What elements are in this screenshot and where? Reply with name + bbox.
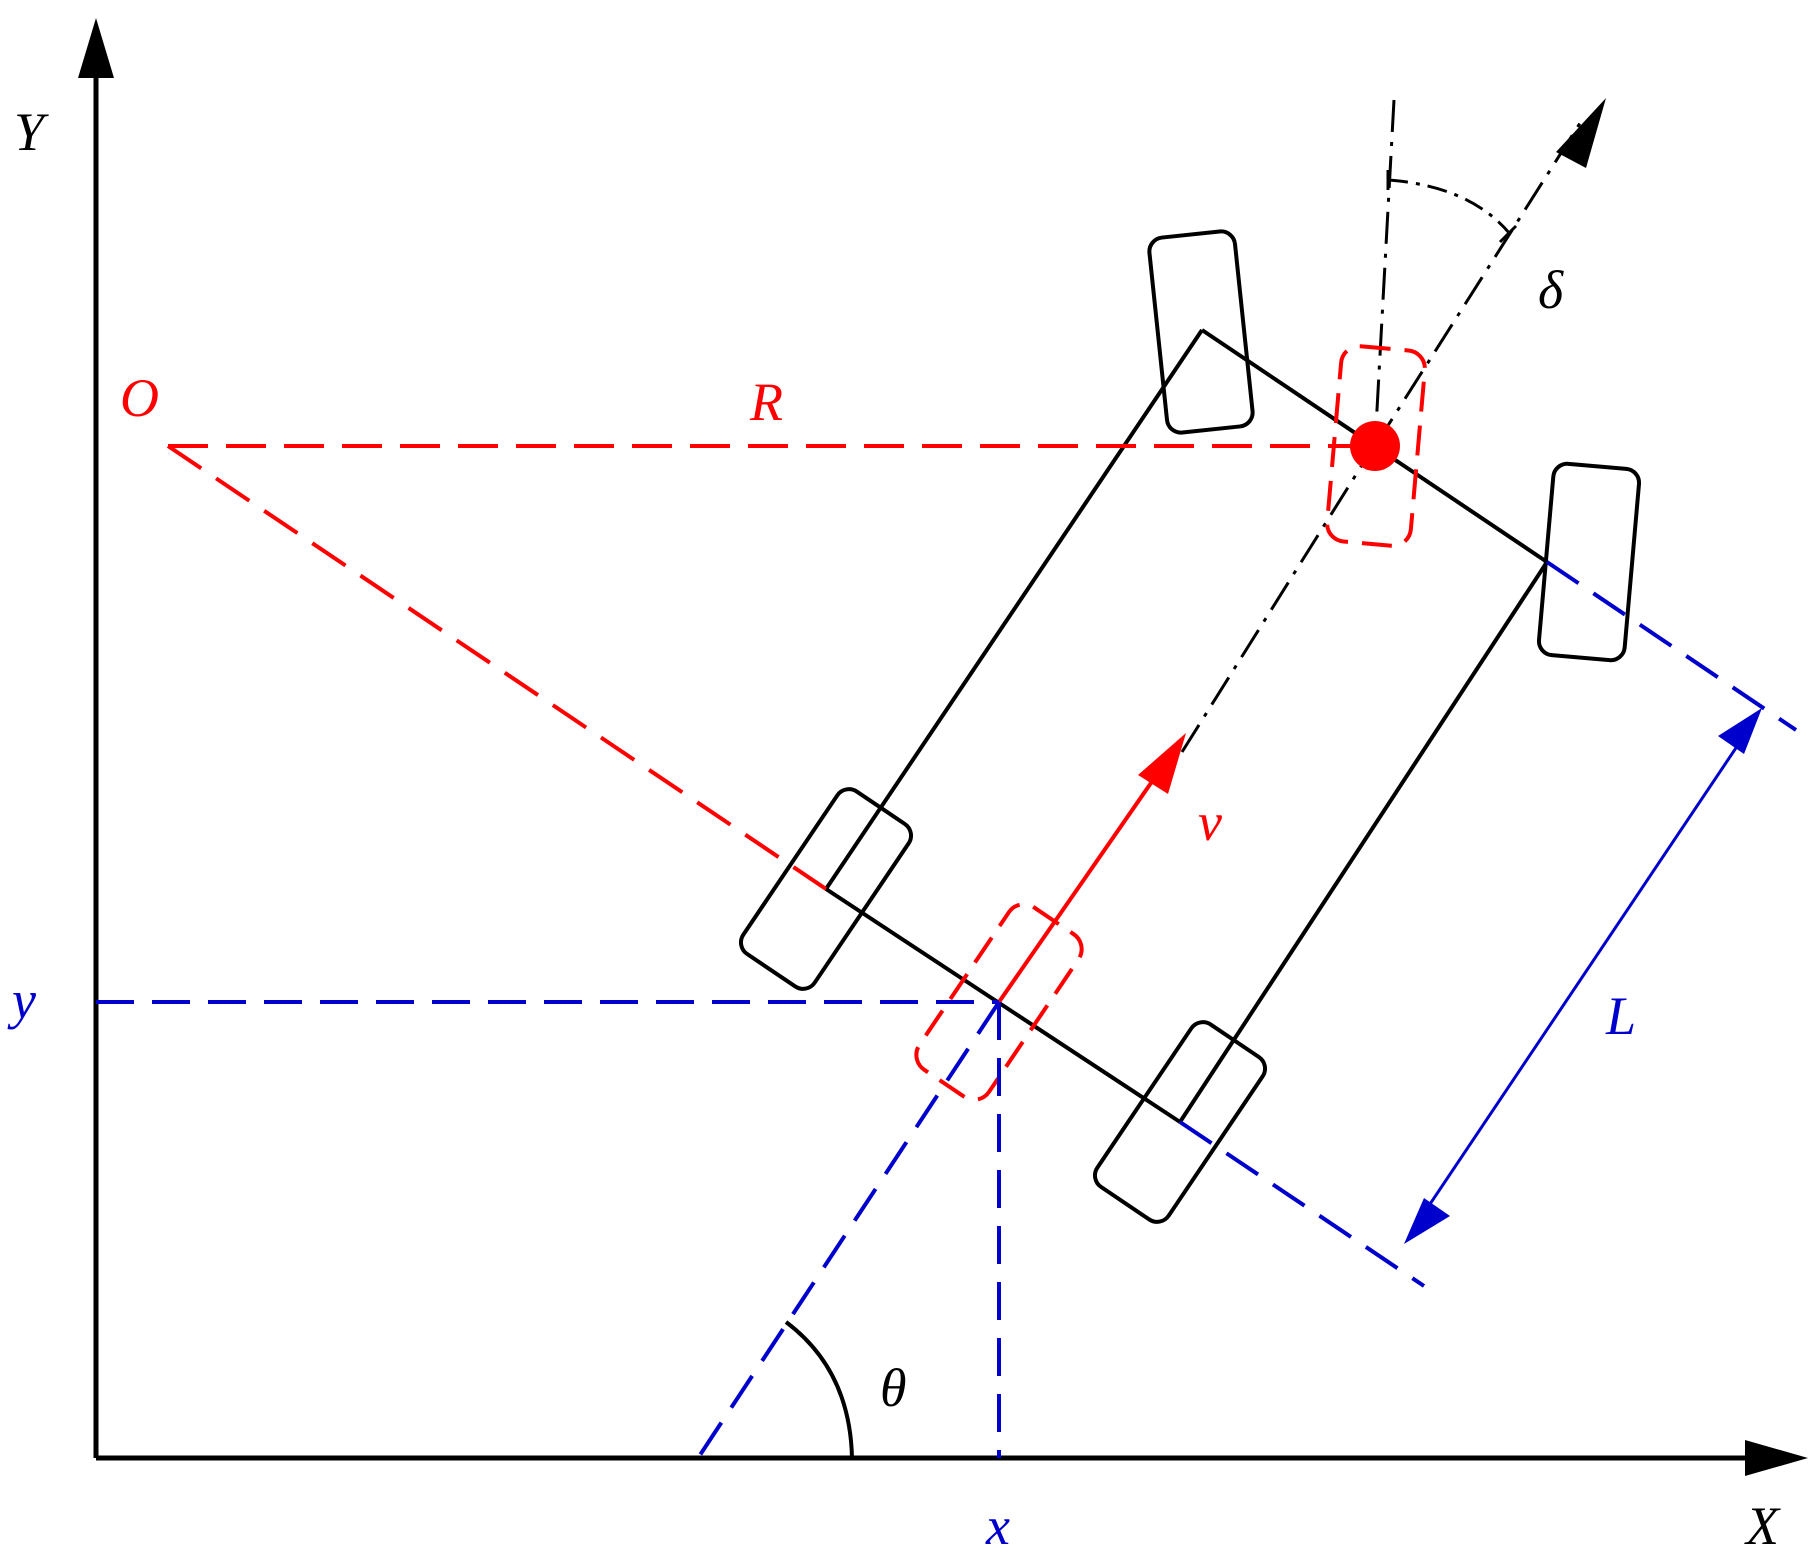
y-axis-label: Y [14,102,49,162]
front-right-wheel [1536,461,1642,663]
front-axle-center-dot [1350,421,1400,471]
x-axis-label: X [1744,1496,1781,1556]
origin-to-rear-line [166,444,828,891]
radius-label: R [749,372,783,432]
steer-reference-line [1373,99,1396,447]
front-extension-line [1545,560,1798,732]
steer-geometry [1373,98,1606,447]
velocity-vector [997,733,1186,1004]
wheelbase-dimension [1404,708,1762,1244]
velocity-label: v [1198,792,1222,852]
front-left-wheel [1147,229,1255,435]
x-coord-label: x [985,1496,1010,1556]
steer-direction-arrowhead [1556,98,1606,168]
wheels [738,229,1642,1224]
velocity-arrowhead [1138,733,1186,794]
coordinate-projections [96,560,1798,1460]
x-axis-arrowhead [1745,1440,1808,1476]
steer-angle-label: δ [1538,260,1564,320]
origin-label: O [120,368,159,428]
steer-direction-line [1373,119,1584,447]
heading-label: θ [880,1358,907,1418]
rear-right-wheel [1092,1020,1268,1224]
vehicle-centerline [1180,445,1376,753]
wheelbase-label: L [1605,986,1636,1046]
y-axis-arrowhead [78,18,114,78]
vehicle-body [824,328,1549,1124]
rear-extension-line [1178,1120,1426,1288]
front-wheel-virtual [1325,344,1427,548]
turning-geometry [166,344,1427,1102]
rear-left-wheel [738,787,914,991]
heading-line [696,1000,1001,1460]
y-coord-label: y [7,970,36,1030]
steer-angle-arc [1387,178,1512,235]
heading-angle-arc [784,1320,854,1459]
axes [78,18,1808,1476]
